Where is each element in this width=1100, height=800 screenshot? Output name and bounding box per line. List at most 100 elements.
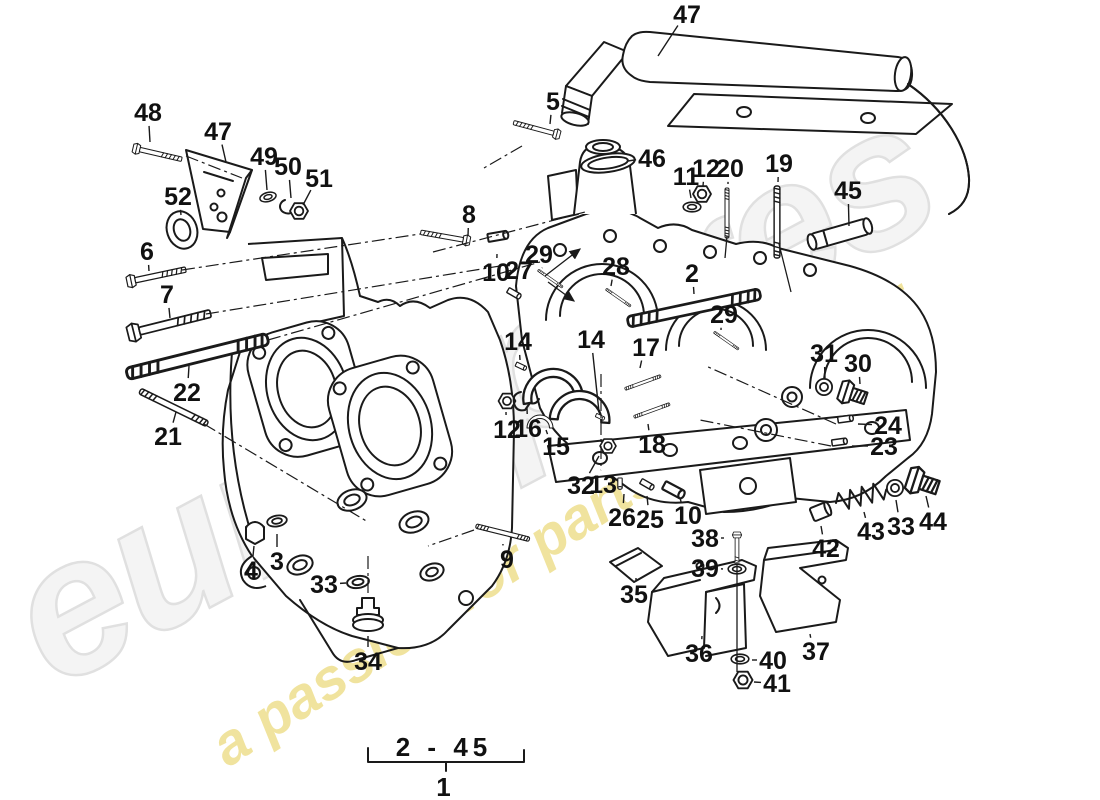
callout-34[interactable]: 34: [354, 648, 382, 676]
callout-20[interactable]: 20: [716, 155, 744, 183]
callout-27[interactable]: 27: [505, 257, 533, 285]
leader-line-26: [622, 493, 625, 504]
leader-line-42: [820, 525, 824, 535]
callout-8[interactable]: 8: [462, 201, 476, 229]
callout-42[interactable]: 42: [812, 535, 840, 563]
callout-33[interactable]: 33: [887, 513, 915, 541]
callout-17[interactable]: 17: [632, 334, 660, 362]
callout-36[interactable]: 36: [685, 640, 713, 668]
callout-45[interactable]: 45: [834, 177, 862, 205]
leader-line-28: [610, 279, 613, 287]
leader-line-47: [657, 25, 679, 57]
leader-line-46: [627, 159, 637, 162]
callout-19[interactable]: 19: [765, 150, 793, 178]
callout-5[interactable]: 5: [546, 88, 560, 116]
callout-10[interactable]: 10: [482, 259, 510, 287]
callout-37[interactable]: 37: [802, 638, 830, 666]
leader-line-5: [549, 114, 552, 125]
callout-4[interactable]: 4: [244, 557, 258, 585]
leader-line-32: [588, 455, 600, 474]
leader-line-7: [168, 307, 171, 319]
fasteners: [124, 116, 943, 690]
footer-range-label: 2 - 45: [396, 732, 493, 762]
callout-33[interactable]: 33: [310, 571, 338, 599]
gasket-46: [580, 152, 636, 174]
callout-32[interactable]: 32: [567, 472, 595, 500]
callout-6[interactable]: 6: [140, 238, 154, 266]
callout-52[interactable]: 52: [164, 183, 192, 211]
callout-39[interactable]: 39: [691, 555, 719, 583]
callout-51[interactable]: 51: [305, 165, 333, 193]
callout-44[interactable]: 44: [919, 508, 947, 536]
callout-11[interactable]: 11: [673, 163, 700, 191]
callout-22[interactable]: 22: [173, 379, 201, 407]
callout-18[interactable]: 18: [638, 431, 666, 459]
leader-line-11: [688, 189, 692, 199]
leader-line-21: [172, 411, 177, 423]
callout-14[interactable]: 14: [577, 326, 605, 354]
callout-40[interactable]: 40: [759, 647, 787, 675]
insulating-pad-35: [609, 547, 663, 583]
callout-23[interactable]: 23: [870, 433, 898, 461]
callout-41[interactable]: 41: [763, 670, 791, 698]
callout-47[interactable]: 47: [204, 118, 232, 146]
callout-10[interactable]: 10: [674, 502, 702, 530]
leader-line-15: [545, 429, 549, 435]
callout-7[interactable]: 7: [160, 281, 174, 309]
callout-24[interactable]: 24: [874, 412, 902, 440]
callout-35[interactable]: 35: [620, 581, 648, 609]
callout-43[interactable]: 43: [857, 518, 885, 546]
callout-12[interactable]: 12: [692, 155, 720, 183]
callout-26[interactable]: 26: [608, 504, 636, 532]
leader-line-45: [847, 203, 850, 227]
callout-15[interactable]: 15: [542, 433, 570, 461]
footer-bracket: 2 - 45 1: [367, 732, 525, 800]
leader-line-17: [639, 360, 643, 369]
callout-2[interactable]: 2: [685, 260, 699, 288]
footer-group-label: 1: [436, 772, 455, 800]
leader-line-37: [809, 633, 812, 638]
leader-line-18: [647, 423, 650, 431]
callout-21[interactable]: 21: [154, 423, 182, 451]
callout-49[interactable]: 49: [250, 143, 278, 171]
leader-line-47: [221, 144, 227, 163]
callout-48[interactable]: 48: [134, 99, 162, 127]
leader-line-25: [646, 495, 649, 506]
centerlines: [181, 145, 837, 672]
callout-29[interactable]: 29: [525, 241, 553, 269]
callout-16[interactable]: 16: [514, 415, 542, 443]
callout-50[interactable]: 50: [274, 153, 302, 181]
callout-12[interactable]: 12: [493, 416, 521, 444]
callout-13[interactable]: 13: [589, 471, 617, 499]
drain-plug-34: [352, 597, 384, 632]
leader-line-4: [252, 545, 255, 557]
right-crankcase-half: [515, 208, 937, 515]
callout-30[interactable]: 30: [844, 350, 872, 378]
heat-shield-36: [647, 559, 757, 657]
leader-line-48: [148, 125, 151, 143]
callout-25[interactable]: 25: [636, 506, 664, 534]
leader-line-22: [187, 365, 190, 379]
callout-46[interactable]: 46: [638, 145, 666, 173]
leader-line-50: [288, 179, 292, 199]
callout-14[interactable]: 14: [504, 328, 532, 356]
callout-31[interactable]: 31: [810, 340, 838, 368]
leader-line-51: [302, 189, 312, 206]
callout-28[interactable]: 28: [602, 253, 630, 281]
callout-29[interactable]: 29: [710, 301, 738, 329]
leader-line-52: [179, 209, 182, 216]
breather-pipe: [560, 30, 971, 215]
leader-line-10: [679, 497, 682, 503]
leader-line-43: [863, 511, 867, 519]
drawing: 2 - 45 1 4847495051526722215474611122019…: [124, 1, 971, 800]
callout-3[interactable]: 3: [270, 548, 284, 576]
leader-line-44: [925, 495, 930, 508]
callout-38[interactable]: 38: [691, 525, 719, 553]
callout-9[interactable]: 9: [500, 546, 514, 574]
oil-filler-neck: [547, 139, 637, 221]
leader-line-14: [592, 352, 600, 413]
callout-47[interactable]: 47: [673, 1, 701, 29]
